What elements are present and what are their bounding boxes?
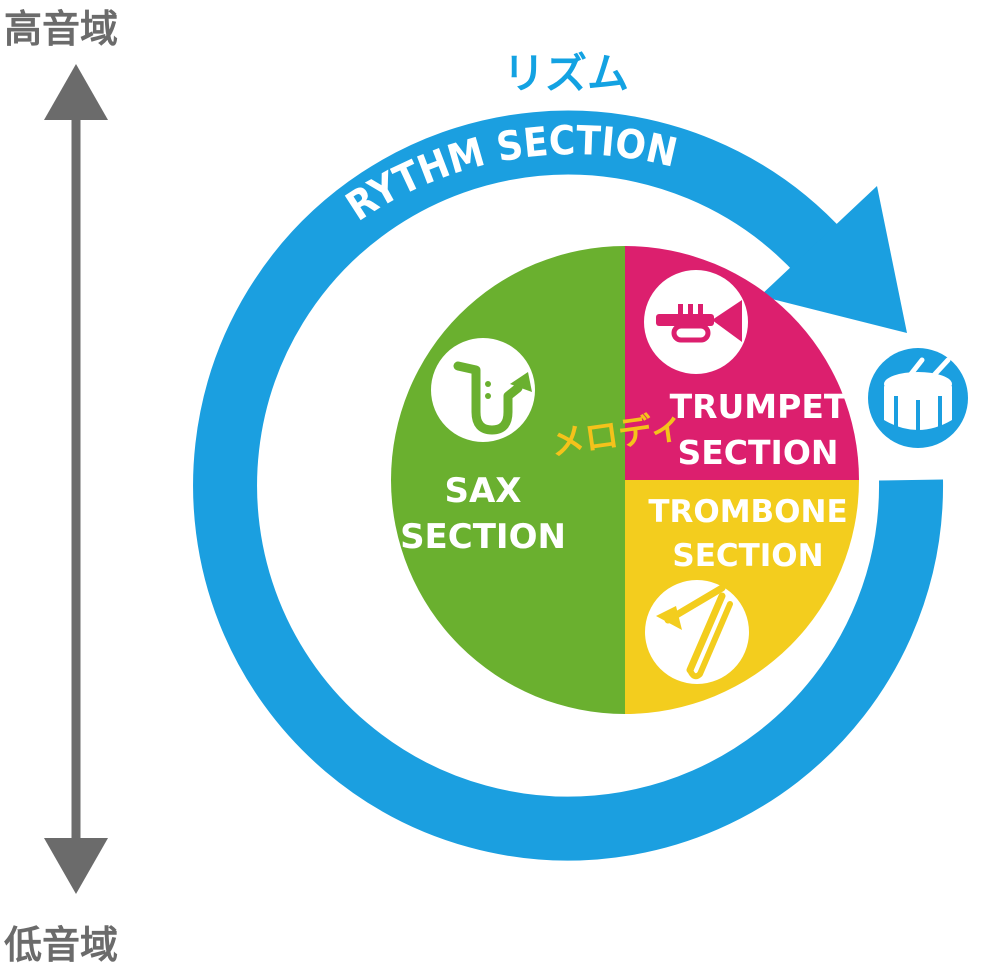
down-arrow-icon <box>44 838 108 894</box>
trumpet-section-label-line2: SECTION <box>678 433 839 472</box>
rhythm-title: リズム <box>503 49 629 98</box>
rhythm-ring-arc <box>193 110 944 861</box>
sax-section-label: SAX <box>444 471 521 511</box>
up-arrow-icon <box>44 64 108 120</box>
trombone-section-label-line2: SECTION <box>672 538 823 574</box>
high-range-label: 高音域 <box>4 7 118 51</box>
trumpet-section-label: TRUMPET <box>670 387 847 426</box>
trumpet-icon <box>644 270 748 374</box>
saxophone-icon <box>431 338 535 442</box>
trombone-section-label: TROMBONE <box>648 494 847 530</box>
trombone-icon <box>645 580 749 684</box>
sax-section-label-line2: SECTION <box>400 517 566 557</box>
low-range-label: 低音域 <box>4 923 118 967</box>
drum-icon <box>868 348 968 448</box>
rhythm-ring-arrowhead <box>760 186 907 333</box>
range-axis: 高音域 低音域 <box>4 7 118 967</box>
